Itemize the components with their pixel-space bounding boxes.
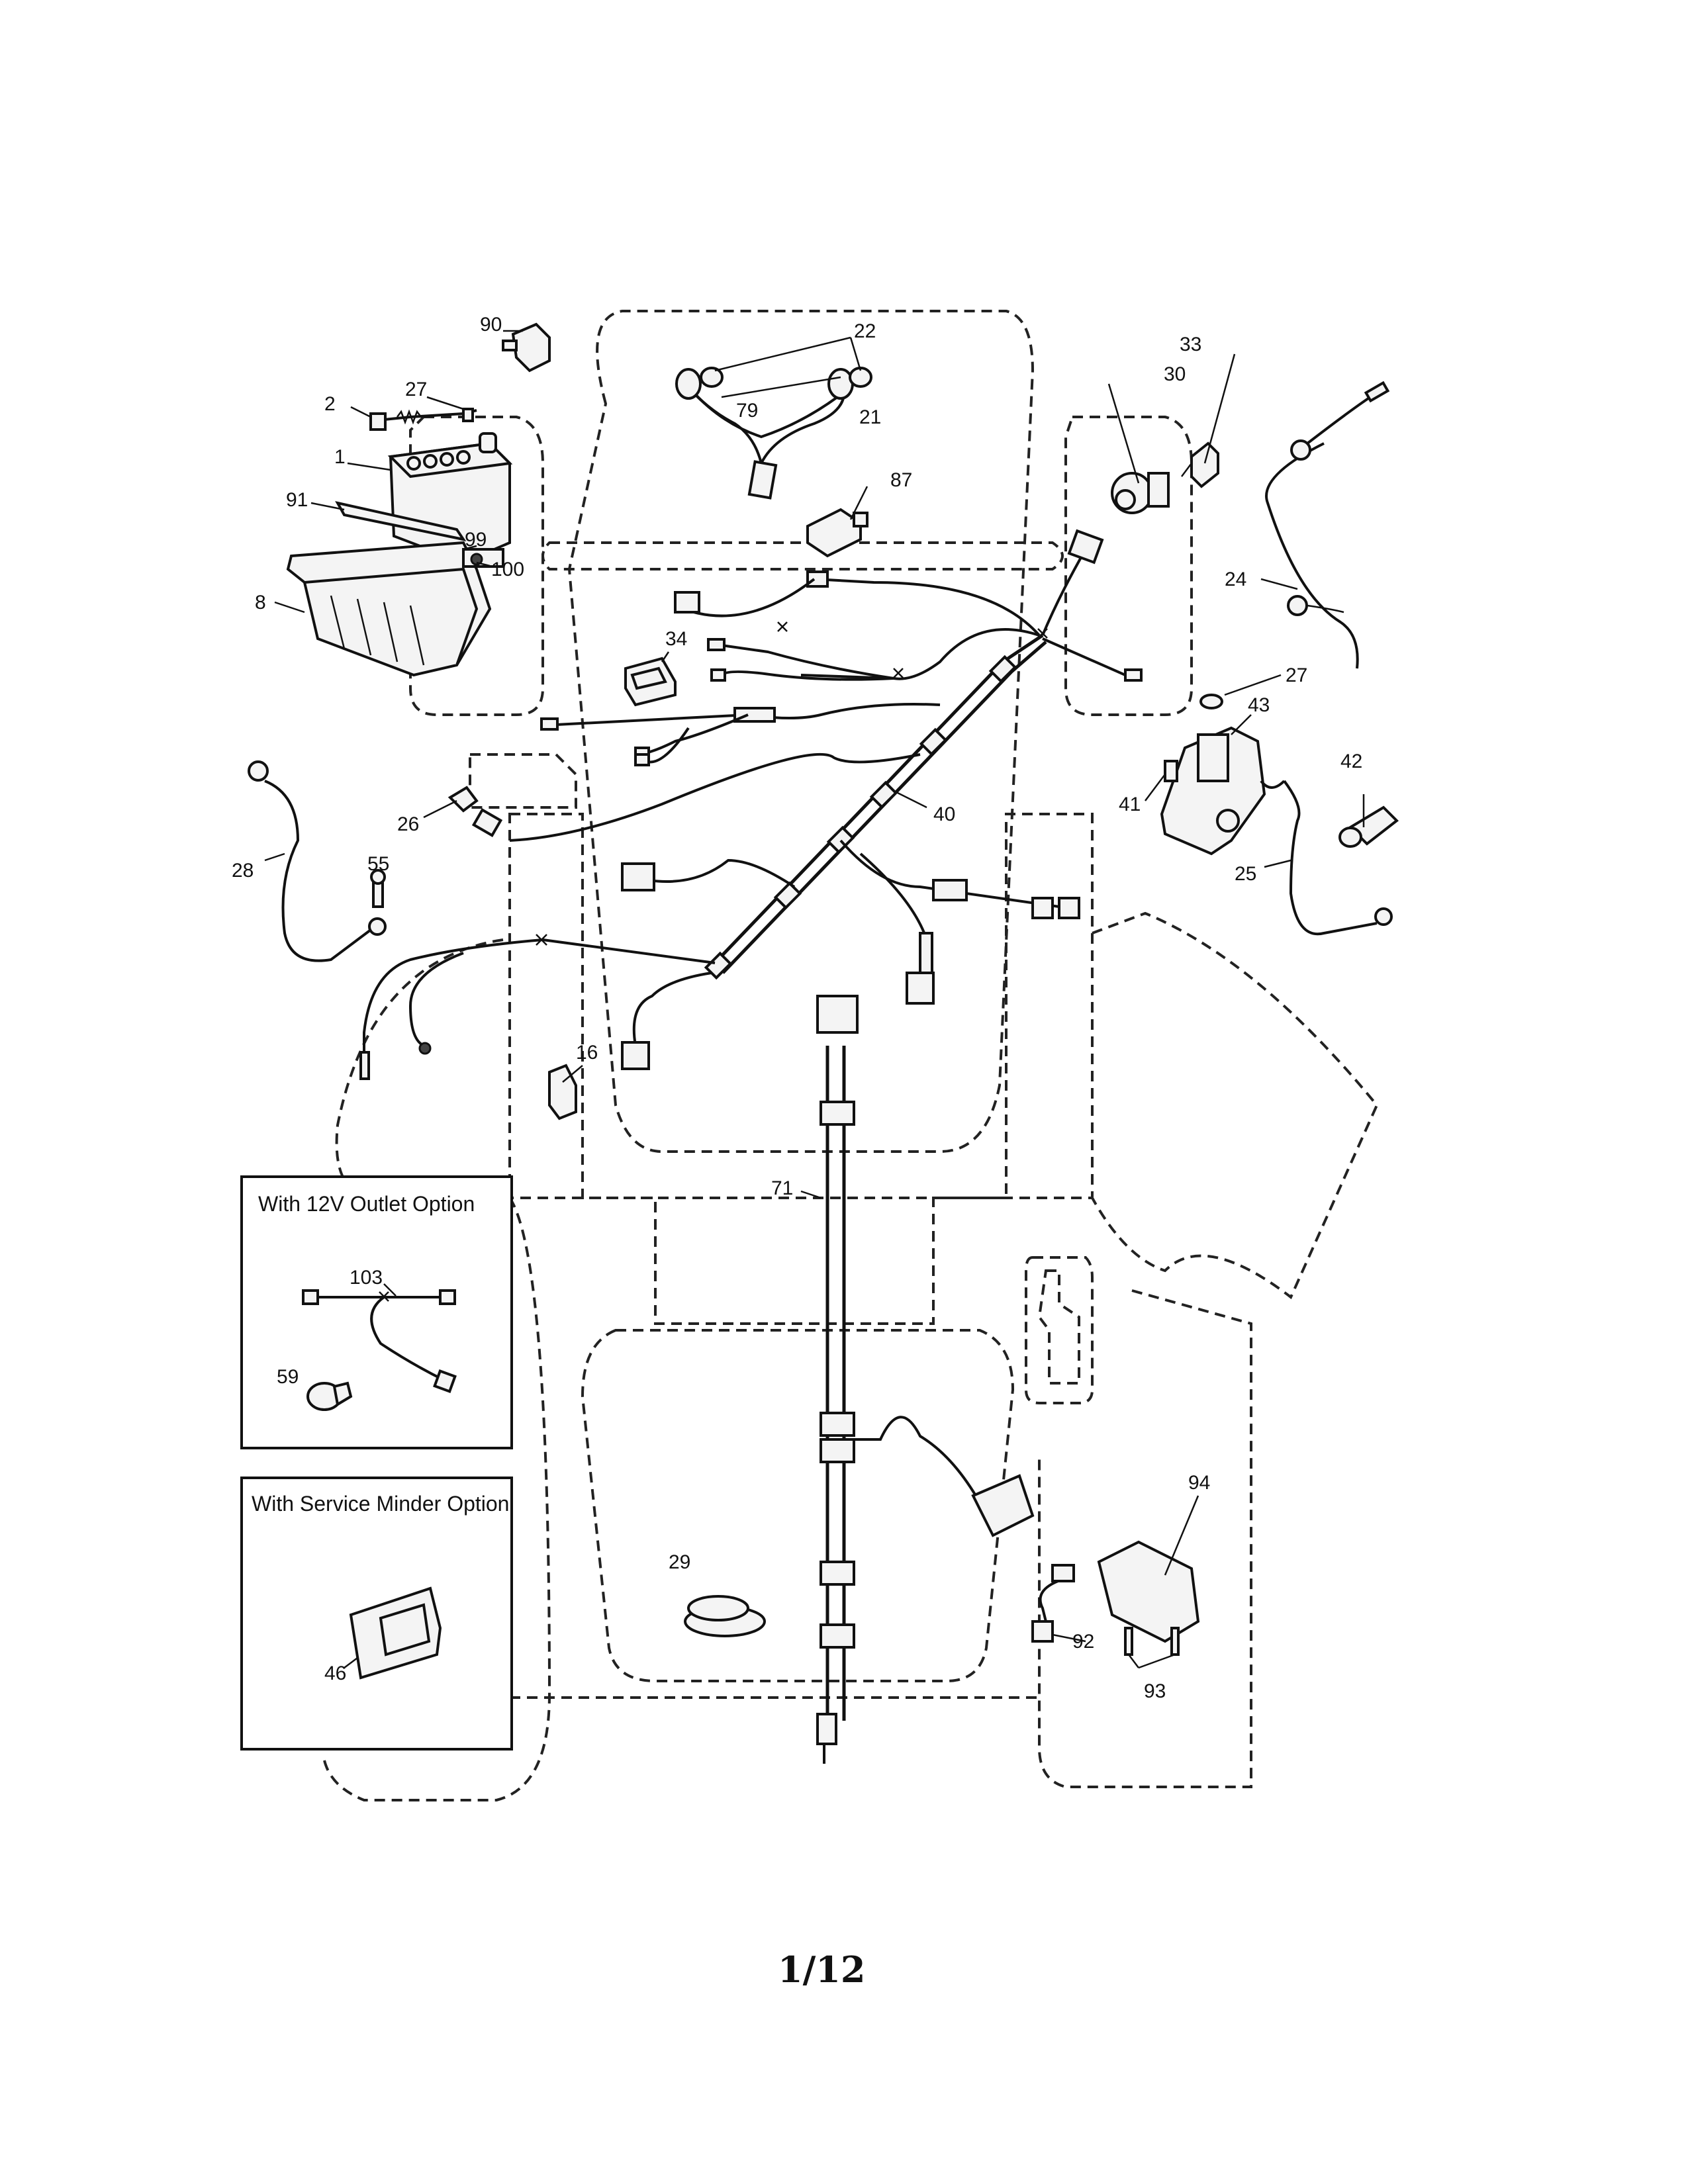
callout-1: 1: [334, 446, 346, 468]
callout-91: 91: [286, 489, 308, 511]
callout-22: 22: [854, 320, 876, 342]
right-panel-outline: [1064, 416, 1193, 716]
callout-92: 92: [1072, 1631, 1094, 1653]
outlet-option-box: With 12V Outlet Option 103 59: [240, 1175, 513, 1449]
callout-27-right: 27: [1286, 664, 1307, 686]
callout-25: 25: [1235, 863, 1256, 885]
callout-94: 94: [1188, 1472, 1210, 1494]
dash-crossbar-outline: [541, 541, 1064, 570]
battery-bay-outline: [409, 416, 544, 716]
lever-gate-outline: [1037, 1269, 1080, 1385]
callout-30: 30: [1164, 363, 1186, 385]
components: [248, 322, 1399, 1764]
callout-79: 79: [736, 400, 758, 422]
seat-outline: [581, 1329, 1015, 1682]
lever-slot-outline: [1025, 1256, 1094, 1404]
callout-34: 34: [665, 628, 687, 650]
outlet-option-title: With 12V Outlet Option: [258, 1192, 475, 1216]
callout-33: 33: [1180, 334, 1201, 355]
callout-42: 42: [1340, 751, 1362, 772]
callout-103: 103: [350, 1267, 383, 1289]
headlight-harness: [675, 336, 872, 500]
callout-71: 71: [771, 1177, 793, 1199]
leader-lines: [264, 330, 1365, 1669]
left-rear-wheel-outline: [323, 1197, 551, 1801]
callout-8: 8: [255, 592, 266, 614]
callout-100: 100: [491, 559, 524, 580]
battery-assembly: [286, 408, 513, 677]
callout-26: 26: [397, 813, 419, 835]
callout-41: 41: [1119, 794, 1141, 815]
callout-29: 29: [669, 1551, 690, 1573]
callout-21: 21: [859, 406, 881, 428]
callout-55: 55: [367, 853, 389, 875]
callout-59: 59: [277, 1366, 299, 1388]
callout-28: 28: [232, 860, 254, 882]
service-option-title: With Service Minder Option: [252, 1492, 509, 1516]
callout-40: 40: [933, 803, 955, 825]
callout-46: 46: [324, 1662, 346, 1684]
callout-27-top: 27: [405, 379, 427, 400]
callout-90: 90: [480, 314, 502, 336]
fuse-bracket-outline: [469, 753, 577, 809]
main-wiring-harness: [359, 529, 1143, 1080]
right-fender-outline: [1091, 911, 1379, 1300]
page-number: 1/12: [778, 1948, 865, 1991]
hood-outline: [567, 310, 1035, 1153]
callouts: 90 22 33 30 27 2 79 21 1 87 91 99 100 24…: [232, 314, 1362, 1702]
service-option-box: With Service Minder Option 46: [240, 1477, 513, 1751]
callout-24: 24: [1225, 569, 1246, 590]
callout-2: 2: [324, 393, 336, 415]
callout-43: 43: [1248, 694, 1270, 716]
callout-99: 99: [465, 529, 487, 551]
callout-16: 16: [576, 1042, 598, 1064]
right-rear-wheel-outline: [1038, 1289, 1252, 1788]
callout-93: 93: [1144, 1680, 1166, 1702]
callout-87: 87: [890, 469, 912, 491]
chassis-outlines: [323, 310, 1379, 1801]
